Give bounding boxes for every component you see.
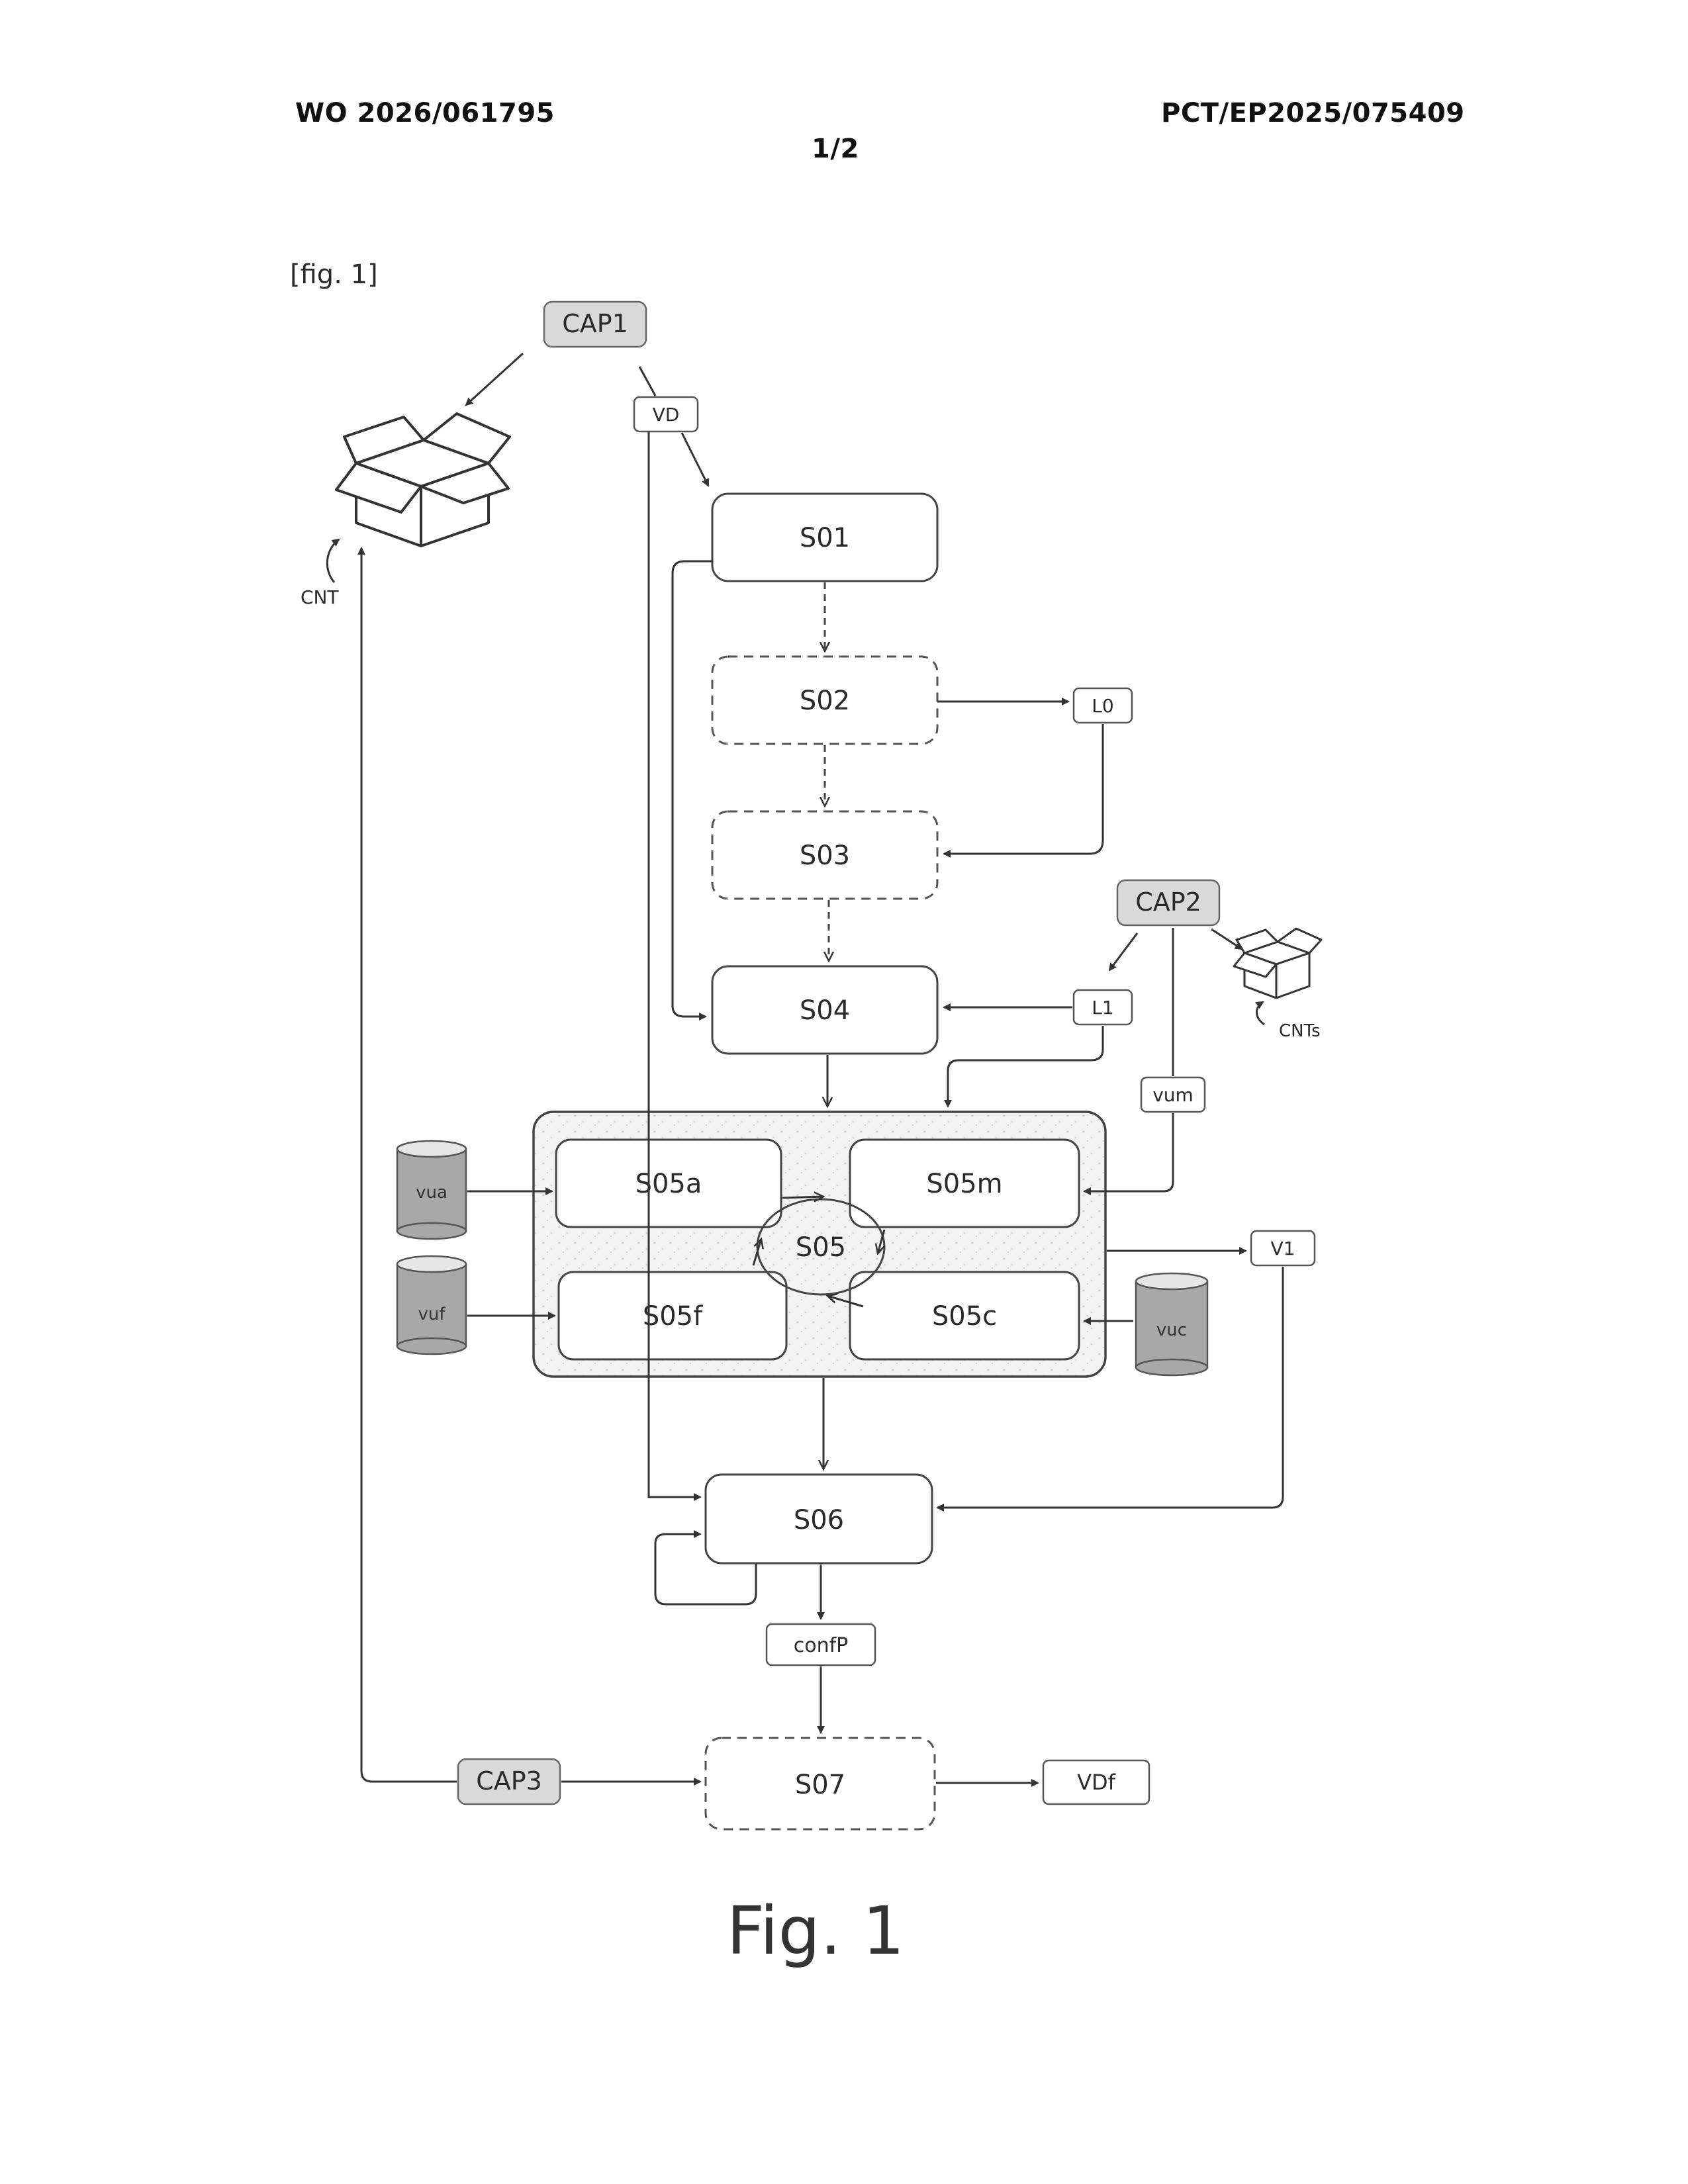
step-s01: S01 — [712, 494, 937, 581]
svg-text:S02: S02 — [800, 686, 850, 716]
svg-text:S01: S01 — [800, 523, 850, 553]
svg-text:S05: S05 — [796, 1232, 846, 1263]
svg-text:S04: S04 — [800, 995, 850, 1026]
svg-text:S05a: S05a — [635, 1169, 702, 1199]
step-s06: S06 — [706, 1475, 932, 1563]
container-icon — [336, 414, 510, 546]
svg-text:VD: VD — [653, 404, 680, 426]
step-s05f: S05f — [559, 1272, 786, 1359]
svg-text:L0: L0 — [1092, 695, 1113, 717]
svg-text:S06: S06 — [794, 1505, 844, 1535]
cnts-label: CNTs — [1279, 1021, 1321, 1041]
step-s07: S07 — [706, 1738, 935, 1829]
vdf-tag: VDf — [1043, 1760, 1149, 1804]
svg-text:CAP2: CAP2 — [1135, 887, 1201, 917]
l1-tag: L1 — [1074, 990, 1132, 1024]
svg-text:confP: confP — [794, 1634, 849, 1657]
figure-label: [fig. 1] — [290, 259, 378, 290]
svg-text:vuf: vuf — [418, 1304, 445, 1324]
v1-tag: V1 — [1251, 1231, 1315, 1265]
cap2-node: CAP2 — [1117, 880, 1219, 925]
cnt-label: CNT — [301, 586, 339, 608]
svg-text:S07: S07 — [795, 1770, 845, 1800]
svg-text:S05m: S05m — [926, 1169, 1002, 1199]
svg-text:vum: vum — [1152, 1084, 1194, 1106]
svg-text:S05f: S05f — [643, 1301, 703, 1332]
database-vuc: vuc — [1136, 1273, 1207, 1375]
svg-text:vua: vua — [416, 1183, 447, 1203]
step-s03: S03 — [712, 811, 937, 899]
vd-tag: VD — [634, 397, 698, 432]
database-vuf: vuf — [397, 1256, 466, 1354]
svg-text:vuc: vuc — [1156, 1320, 1187, 1340]
svg-text:CAP1: CAP1 — [562, 309, 628, 338]
svg-text:CAP3: CAP3 — [476, 1766, 542, 1796]
svg-text:L1: L1 — [1092, 997, 1113, 1019]
step-s04: S04 — [712, 966, 937, 1054]
step-s05m: S05m — [850, 1140, 1079, 1227]
confp-tag: confP — [767, 1624, 875, 1665]
cap3-node: CAP3 — [458, 1759, 560, 1804]
database-vua: vua — [397, 1141, 466, 1239]
cap1-node: CAP1 — [544, 302, 646, 347]
svg-text:VDf: VDf — [1077, 1770, 1116, 1795]
figure-caption: Fig. 1 — [727, 1892, 905, 1970]
svg-text:S05c: S05c — [932, 1301, 997, 1332]
svg-text:S03: S03 — [800, 841, 850, 871]
container-small-icon — [1234, 929, 1321, 998]
l0-tag: L0 — [1074, 688, 1132, 723]
svg-text:V1: V1 — [1271, 1238, 1295, 1259]
step-s05c: S05c — [850, 1272, 1079, 1359]
step-s02: S02 — [712, 657, 937, 744]
step-s05a: S05a — [556, 1140, 781, 1227]
vum-tag: vum — [1141, 1077, 1205, 1112]
